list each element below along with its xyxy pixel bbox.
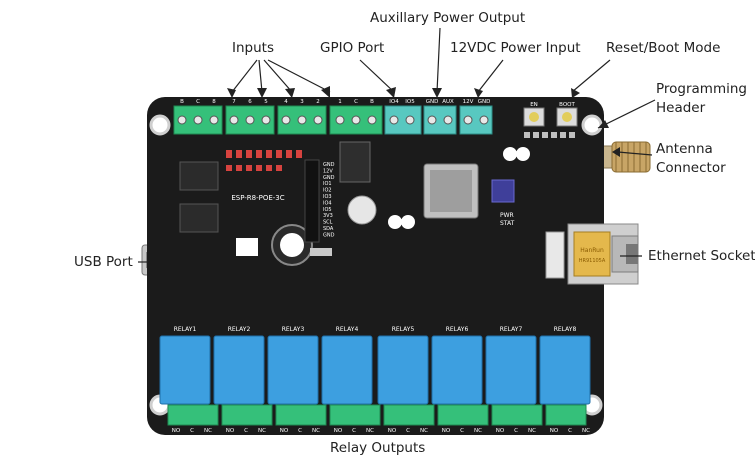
input-label: 7: [232, 99, 236, 105]
relay-label: RELAY5: [392, 326, 415, 333]
relay-label: RELAY6: [446, 326, 469, 333]
gpio-header-label: SCL: [323, 220, 333, 226]
callout-programming-header: Programming Header: [656, 80, 751, 118]
input-label: 3: [300, 99, 304, 105]
gpio-header-label: 12V: [323, 168, 333, 174]
terminal-label: NO: [496, 428, 505, 434]
input-label: 1: [338, 99, 342, 105]
callout-usb-port: USB Port: [74, 254, 133, 270]
gpio-header-label: GND: [323, 232, 335, 238]
input-label: 6: [248, 99, 252, 105]
callout-power-input: 12VDC Power Input: [450, 40, 581, 56]
terminal-label: NC: [582, 428, 590, 434]
input-label: 12V: [463, 99, 474, 105]
button-label-boot: BOOT: [559, 102, 575, 108]
terminal-label: C: [568, 428, 572, 434]
terminal-label: NC: [312, 428, 320, 434]
gpio-header-label: IO1: [323, 181, 332, 187]
gpio-header-label: IO4: [323, 200, 332, 206]
relay-label: RELAY4: [336, 326, 359, 333]
terminal-label: NC: [420, 428, 428, 434]
terminal-label: NO: [226, 428, 235, 434]
input-label: IO5: [405, 99, 415, 105]
terminal-label: NO: [172, 428, 181, 434]
input-label: 4: [284, 99, 288, 105]
terminal-label: NC: [204, 428, 212, 434]
input-label: GND: [478, 99, 491, 105]
terminal-label: NC: [474, 428, 482, 434]
status-label-pwr: PWR: [500, 212, 514, 219]
terminal-label: C: [514, 428, 518, 434]
input-label: C: [354, 99, 358, 105]
terminal-label: NO: [388, 428, 397, 434]
terminal-label: NC: [528, 428, 536, 434]
gpio-header-label: GND: [323, 162, 335, 168]
terminal-label: C: [406, 428, 410, 434]
callout-gpio-port: GPIO Port: [320, 40, 384, 56]
button-label-en: EN: [530, 102, 538, 108]
input-label: 8: [212, 99, 216, 105]
callout-ethernet: Ethernet Socket: [648, 248, 755, 264]
relay-label: RELAY8: [554, 326, 577, 333]
input-label: C: [196, 99, 200, 105]
relay-label: RELAY3: [282, 326, 305, 333]
terminal-label: C: [352, 428, 356, 434]
gpio-header-label: IO3: [323, 194, 332, 200]
input-label: GND: [426, 99, 439, 105]
terminal-label: C: [298, 428, 302, 434]
gpio-header-label: GND: [323, 175, 335, 181]
relay-terminal-blocks: [168, 405, 586, 425]
jack-brand-label: HanRun: [580, 247, 604, 254]
callout-antenna-text: Antenna Connector: [656, 141, 726, 176]
status-label-stat: STAT: [500, 220, 515, 227]
input-label: 5: [264, 99, 268, 105]
input-label: IO4: [389, 99, 399, 105]
callout-aux-power: Auxillary Power Output: [370, 10, 525, 26]
relay-label: RELAY2: [228, 326, 251, 333]
terminal-label: NO: [334, 428, 343, 434]
callout-reset-boot: Reset/Boot Mode: [606, 40, 720, 56]
input-label: B: [370, 99, 374, 105]
gpio-header-label: SDA: [323, 226, 334, 232]
callout-programming-header-text: Programming Header: [656, 81, 747, 116]
terminal-label: NO: [550, 428, 559, 434]
terminal-label: C: [460, 428, 464, 434]
terminal-label: NO: [442, 428, 451, 434]
terminal-label: C: [190, 428, 194, 434]
gpio-header: [305, 160, 319, 242]
input-label: AUX: [442, 99, 454, 105]
relay-label: RELAY7: [500, 326, 523, 333]
board-model-label: ESP-R8-POE-3C: [231, 194, 284, 202]
gpio-header-label: IO5: [323, 207, 332, 213]
jack-model-label: HR91105A: [579, 258, 606, 264]
ethernet-socket-icon: [546, 224, 638, 284]
terminal-label: C: [244, 428, 248, 434]
terminal-label: NO: [280, 428, 289, 434]
callout-antenna: Antenna Connector: [656, 140, 746, 178]
gpio-header-label: 3V3: [323, 213, 333, 219]
input-label: B: [180, 99, 184, 105]
relay-label: RELAY1: [174, 326, 197, 333]
input-label: 2: [316, 99, 320, 105]
callout-relay-outputs: Relay Outputs: [330, 440, 425, 456]
terminal-label: NC: [366, 428, 374, 434]
terminal-label: NC: [258, 428, 266, 434]
gpio-header-label: IO2: [323, 188, 332, 194]
callout-inputs: Inputs: [232, 40, 274, 56]
